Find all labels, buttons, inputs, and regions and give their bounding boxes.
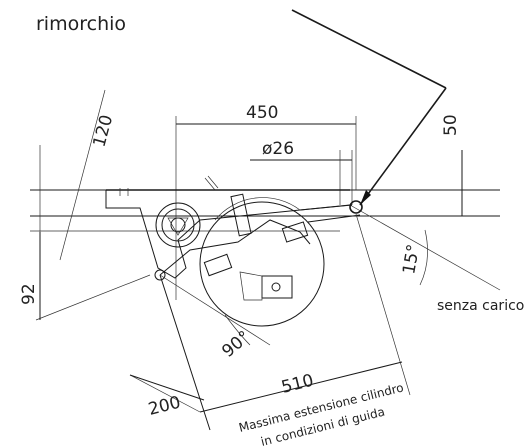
leader-line-down <box>359 87 447 206</box>
dim-510-text: 510 <box>279 371 315 398</box>
angle-15-arc <box>419 229 428 286</box>
ext-line-510-right <box>355 213 411 396</box>
leader-line <box>291 9 447 89</box>
link-arm <box>159 219 311 276</box>
dim-15-text: 15° <box>399 243 424 276</box>
hub-triangle <box>167 217 189 236</box>
bracket-left <box>203 253 233 277</box>
angle-15-ray <box>349 204 501 291</box>
angle-90-ray <box>159 274 271 346</box>
pivot-lower-left <box>154 269 166 281</box>
tick-marks <box>119 188 129 196</box>
bracket-right <box>281 221 309 243</box>
dim-92-text: 92 <box>19 283 39 305</box>
trailer-frame <box>105 190 351 279</box>
leader-arrowhead <box>360 190 371 205</box>
hub-inner <box>170 217 186 233</box>
arm-to-pivot-lower <box>307 214 361 223</box>
cylinder-body <box>230 193 252 237</box>
dim-50-text: 50 <box>441 114 461 136</box>
hub-outer <box>155 202 201 248</box>
dim-120-text: 120 <box>90 113 118 150</box>
dim-200-text: 200 <box>146 393 182 420</box>
drawing-title: rimorchio <box>36 13 126 35</box>
disc-upper-arc <box>214 197 301 221</box>
dim-200-line <box>129 374 205 401</box>
dim-510-line <box>199 361 403 413</box>
dim-26-text: ø26 <box>262 139 294 159</box>
dim-450-text: 450 <box>246 103 278 123</box>
arm-to-pivot <box>299 204 353 211</box>
bracket-lower <box>261 275 293 299</box>
dim-120-line <box>59 89 106 261</box>
axle-disc <box>199 201 325 327</box>
dim-90-text: 90° <box>218 327 254 362</box>
tick-marks-2 <box>204 175 219 191</box>
ext-line-510-left <box>159 274 211 431</box>
ext-line-92 <box>35 274 151 321</box>
senza-carico-label: senza carico <box>437 298 524 314</box>
plate-center <box>239 271 263 301</box>
pivot-right <box>349 200 363 214</box>
angle-90-arc <box>224 314 251 346</box>
bolt-lower <box>271 282 281 292</box>
ext-line-200 <box>129 374 201 413</box>
hub-middle <box>161 208 195 242</box>
